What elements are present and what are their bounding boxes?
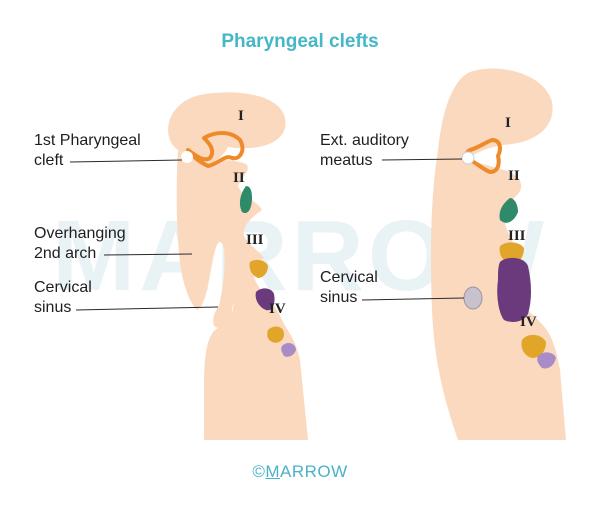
- left-arch-label-3: III: [246, 232, 264, 248]
- label-left-sinus-line1: Cervical: [34, 279, 92, 296]
- watermark-rest: ARROW: [280, 462, 348, 481]
- left-first-arch: [168, 92, 286, 164]
- label-first-cleft-line2: cleft: [34, 152, 64, 169]
- label-meatus-line1: Ext. auditory: [320, 132, 409, 149]
- left-lower-body: [176, 150, 308, 440]
- left-arch-label-2: II: [233, 170, 245, 186]
- leader-overhang: [103, 253, 193, 256]
- leader-first-cleft: [69, 159, 183, 163]
- left-arch-label-4: IV: [269, 301, 286, 317]
- right-arch-label-3: III: [508, 228, 526, 244]
- label-meatus-line2: meatus: [320, 152, 373, 169]
- label-left-sinus-line2: sinus: [34, 299, 72, 316]
- left-first-cleft-dot: [181, 151, 193, 163]
- left-purple-pouch: [255, 288, 275, 311]
- right-arch-label-1: I: [505, 115, 511, 131]
- watermark-copyright: ©: [252, 462, 266, 481]
- leader-left-sinus: [75, 306, 219, 311]
- left-arch-label-1: I: [238, 108, 244, 124]
- left-lavender-pouch: [281, 343, 296, 357]
- leader-meatus: [381, 158, 463, 161]
- left-embryo: [168, 92, 308, 440]
- label-right-sinus-line1: Cervical: [320, 269, 378, 286]
- right-gold-lower: [521, 334, 546, 358]
- right-cervical-sinus: [463, 286, 483, 310]
- label-overhang-line1: Overhanging: [34, 225, 126, 242]
- right-green-pouch: [499, 198, 518, 223]
- leader-lines: [69, 158, 465, 311]
- label-overhang-line2: 2nd arch: [34, 245, 97, 262]
- marrow-watermark: ©MARROW: [0, 462, 600, 482]
- watermark-m: M: [265, 462, 281, 481]
- left-first-cleft-outline: [186, 131, 245, 168]
- right-purple-tract: [497, 257, 531, 322]
- right-arch-label-2: II: [508, 168, 520, 184]
- leader-right-sinus: [361, 297, 465, 301]
- right-lavender-pouch: [537, 352, 556, 369]
- label-right-sinus-line2: sinus: [320, 289, 358, 306]
- left-gold-pouch: [249, 259, 268, 278]
- left-gold-lower: [267, 326, 284, 343]
- right-arch-label-4: IV: [520, 314, 537, 330]
- label-first-cleft-line1: 1st Pharyngeal: [34, 132, 141, 149]
- page-title: Pharyngeal clefts: [221, 31, 379, 52]
- left-green-pouch: [239, 186, 252, 214]
- right-meatus-dot: [461, 151, 475, 165]
